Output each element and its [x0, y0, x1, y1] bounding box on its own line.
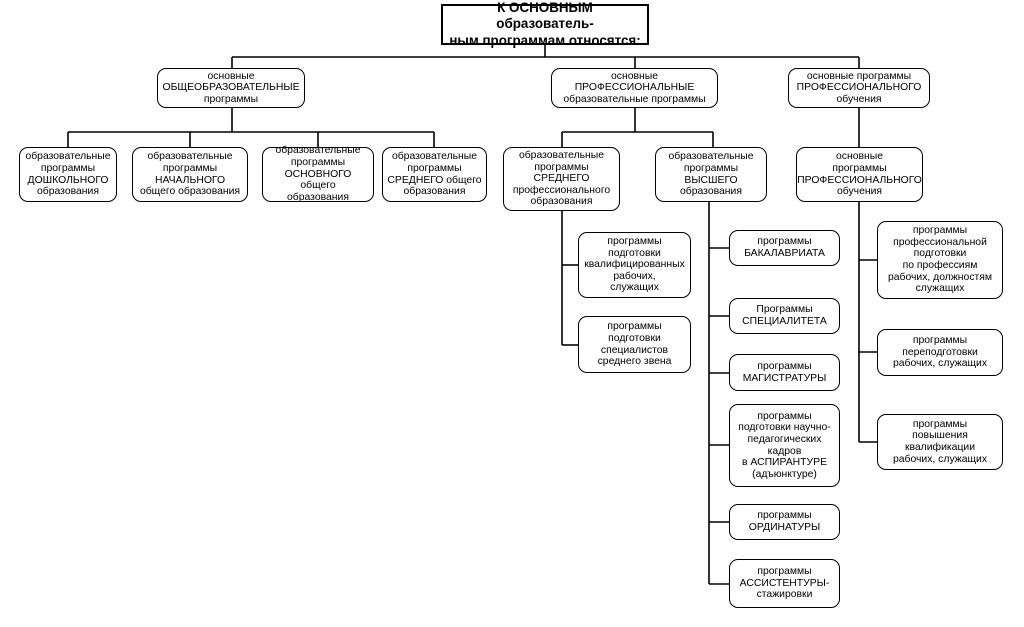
general-item-preschool: образовательные программы ДОШКОЛЬНОГО об… — [19, 147, 117, 202]
higher-program-residency: программы ОРДИНАТУРЫ — [729, 504, 840, 540]
secondary-program-skilled-workers: программы подготовки квалифицированных р… — [578, 232, 691, 298]
professional-item-higher: образовательные программы ВЫСШЕГО образо… — [655, 147, 767, 202]
general-item-primary: образовательные программы НАЧАЛЬНОГО общ… — [132, 147, 248, 202]
general-item-secondary: образовательные программы СРЕДНЕГО общег… — [382, 147, 487, 202]
general-item-basic: образовательные программы ОСНОВНОГО обще… — [262, 145, 374, 203]
higher-program-assistantship: программы АССИСТЕНТУРЫ- стажировки — [729, 559, 840, 608]
higher-program-bachelor: программы БАКАЛАВРИАТА — [729, 230, 840, 266]
professional-item-secondary-vocational: образовательные программы СРЕДНЕГО профе… — [503, 147, 620, 211]
training-main-programs: основные программы ПРОФЕССИОНАЛЬНОГО обу… — [796, 147, 923, 202]
training-program-preparation: программы профессиональной подготовки по… — [877, 221, 1003, 299]
higher-program-specialist: Программы СПЕЦИАЛИТЕТА — [729, 298, 840, 334]
training-program-advanced: программы повышения квалификации рабочих… — [877, 414, 1003, 470]
higher-program-postgraduate: программы подготовки научно- педагогичес… — [729, 404, 840, 487]
group-professional-training: основные программы ПРОФЕССИОНАЛЬНОГО обу… — [788, 68, 930, 108]
diagram-title: К ОСНОВНЫМ образователь- ным программам … — [441, 0, 649, 48]
higher-program-master: программы МАГИСТРАТУРЫ — [729, 354, 840, 391]
training-program-retraining: программы переподготовки рабочих, служащ… — [877, 329, 1003, 376]
group-general-education: основные ОБЩЕОБРАЗОВАТЕЛЬНЫЕ программы — [157, 68, 305, 108]
secondary-program-mid-level-specialists: программы подготовки специалистов средне… — [578, 316, 691, 373]
group-professional-education: основные ПРОФЕССИОНАЛЬНЫЕ образовательны… — [551, 68, 718, 108]
